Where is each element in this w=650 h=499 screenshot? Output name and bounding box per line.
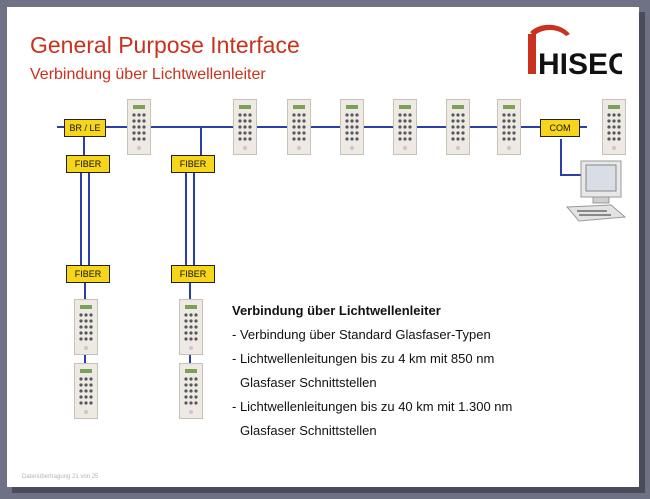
panel-device	[127, 99, 151, 155]
panel-device	[179, 299, 203, 355]
info-line-4: - Lichtwellenleitungen bis zu 40 km mit …	[232, 399, 513, 414]
slide-footer: Datenübertragung 21 von 25	[22, 474, 99, 480]
slide: General Purpose Interface Verbindung übe…	[7, 7, 639, 487]
info-line-2: - Lichtwellenleitungen bis zu 4 km mit 8…	[232, 351, 495, 366]
panel-device	[287, 99, 311, 155]
fiber-box-mid-top: FIBER	[171, 155, 215, 173]
info-heading: Verbindung über Lichtwellenleiter	[232, 303, 441, 318]
panel-device	[74, 363, 98, 419]
logo-text: HISEC	[538, 48, 622, 81]
br-le-box: BR / LE	[64, 119, 106, 137]
panel-device	[446, 99, 470, 155]
slide-title: General Purpose Interface	[30, 32, 300, 58]
fiber-box-left-top: FIBER	[66, 155, 110, 173]
slide-shadow-bottom	[12, 487, 645, 493]
computer-icon	[565, 160, 627, 222]
slide-subtitle: Verbindung über Lichtwellenleiter	[30, 66, 266, 83]
panel-device	[74, 299, 98, 355]
panel-device	[393, 99, 417, 155]
hisec-logo: HISEC	[528, 24, 622, 81]
com-box: COM	[540, 119, 580, 137]
fiber-box-left-bottom: FIBER	[66, 265, 110, 283]
info-line-1: - Verbindung über Standard Glasfaser-Typ…	[232, 327, 491, 342]
panel-device	[340, 99, 364, 155]
panel-device	[179, 363, 203, 419]
slide-shadow-right	[639, 12, 645, 492]
com-to-pc-line	[560, 139, 585, 176]
panel-device	[233, 99, 257, 155]
info-line-3: Glasfaser Schnittstellen	[240, 375, 377, 390]
panel-device	[497, 99, 521, 155]
info-line-5: Glasfaser Schnittstellen	[240, 423, 377, 438]
info-text: Verbindung über Lichtwellenleiter - Verb…	[232, 299, 512, 443]
panel-device	[602, 99, 626, 155]
fiber-box-mid-bottom: FIBER	[171, 265, 215, 283]
